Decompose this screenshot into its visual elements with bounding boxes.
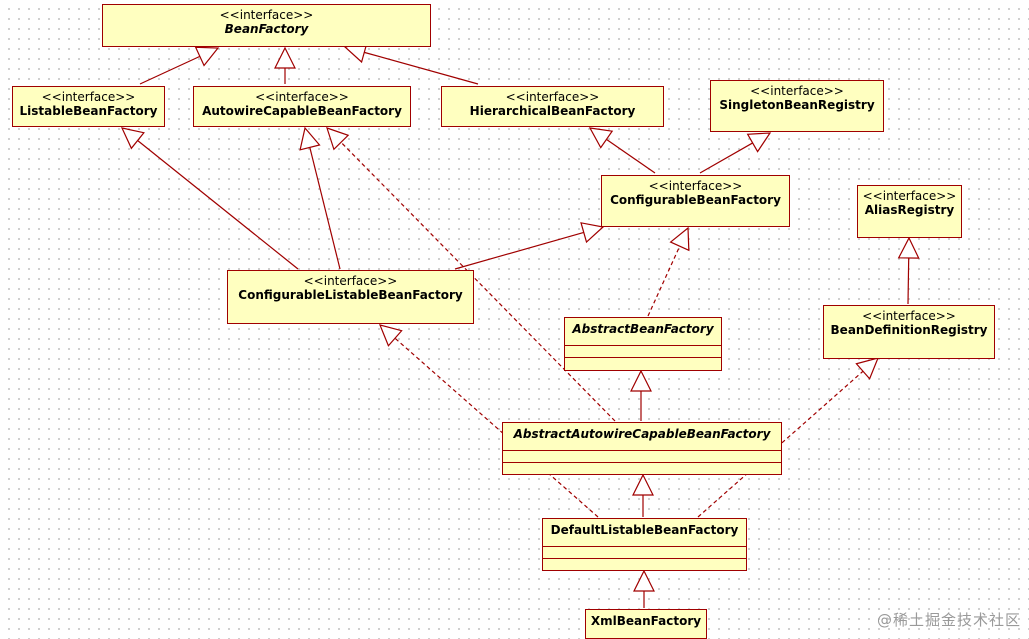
node-default-listable-bean-factory[interactable]: DefaultListableBeanFactory xyxy=(542,518,747,571)
edge-autowire-to-beanfactory xyxy=(274,46,296,84)
edge-line xyxy=(139,55,201,85)
edge-line xyxy=(137,140,299,270)
edge-xbf-to-dlbf xyxy=(633,569,655,608)
compartment-divider xyxy=(543,546,746,547)
stereotype-label: <<interface>> xyxy=(303,274,398,288)
edge-dlbf-to-aacbf xyxy=(632,473,654,517)
node-name: ConfigurableBeanFactory xyxy=(610,193,781,207)
node-configurable-bean-factory[interactable]: <<interface>> ConfigurableBeanFactory xyxy=(601,175,790,227)
generalization-arrowhead xyxy=(194,46,220,67)
generalization-arrowhead xyxy=(588,127,614,149)
node-name: DefaultListableBeanFactory xyxy=(550,523,739,537)
generalization-arrowhead xyxy=(326,127,350,151)
generalization-arrowhead xyxy=(669,226,690,252)
node-name: HierarchicalBeanFactory xyxy=(469,104,636,118)
edge-listable-to-beanfactory xyxy=(139,46,220,85)
generalization-arrowhead xyxy=(274,46,296,69)
node-name: XmlBeanFactory xyxy=(590,614,702,628)
edge-configurable-to-hierarchical xyxy=(588,127,656,174)
node-hierarchical-bean-factory[interactable]: <<interface>> HierarchicalBeanFactory xyxy=(441,86,664,127)
generalization-arrowhead xyxy=(120,127,145,150)
edge-line xyxy=(309,147,341,270)
generalization-arrowhead xyxy=(633,569,655,592)
node-name: BeanFactory xyxy=(224,22,309,36)
node-name: ConfigurableListableBeanFactory xyxy=(238,288,463,302)
generalization-arrowhead xyxy=(580,222,605,244)
node-bean-definition-registry[interactable]: <<interface>> BeanDefinitionRegistry xyxy=(823,305,995,359)
edge-line xyxy=(394,337,599,518)
edge-line xyxy=(364,51,479,85)
node-abstract-bean-factory[interactable]: AbstractBeanFactory xyxy=(564,317,722,371)
compartment-divider xyxy=(565,357,721,358)
edge-dlbf-to-bdr xyxy=(697,357,880,518)
edge-abf-to-configurable xyxy=(647,226,690,317)
node-name: BeanDefinitionRegistry xyxy=(830,323,988,337)
stereotype-label: <<interface>> xyxy=(41,90,136,104)
node-name: AbstractAutowireCapableBeanFactory xyxy=(513,427,771,441)
edge-hierarchical-to-beanfactory xyxy=(343,41,479,85)
generalization-arrowhead xyxy=(632,473,654,496)
node-configurable-listable-bean-factory[interactable]: <<interface>> ConfigurableListableBeanFa… xyxy=(227,270,474,324)
stereotype-label: <<interface>> xyxy=(648,179,743,193)
compartment-divider xyxy=(503,450,781,451)
compartment-divider xyxy=(503,462,781,463)
edge-clbf-to-autowire xyxy=(299,126,341,270)
node-name: AliasRegistry xyxy=(864,203,955,217)
generalization-arrowhead xyxy=(378,324,403,347)
node-name: AbstractBeanFactory xyxy=(572,322,714,336)
edge-line xyxy=(340,141,616,422)
edge-line xyxy=(697,370,864,518)
generalization-arrowhead xyxy=(630,369,652,392)
node-listable-bean-factory[interactable]: <<interface>> ListableBeanFactory xyxy=(12,86,165,127)
node-name: SingletonBeanRegistry xyxy=(719,98,875,112)
edge-aacbf-to-autowire xyxy=(326,127,616,422)
stereotype-label: <<interface>> xyxy=(750,84,844,98)
stereotype-label: <<interface>> xyxy=(255,90,349,104)
compartment-divider xyxy=(543,558,746,559)
edge-line xyxy=(454,231,584,270)
edge-line xyxy=(699,142,753,174)
edge-line xyxy=(606,138,656,174)
edge-line xyxy=(907,257,910,305)
edge-clbf-to-configurable xyxy=(454,222,605,270)
node-singleton-bean-registry[interactable]: <<interface>> SingletonBeanRegistry xyxy=(710,80,884,132)
stereotype-label: <<interface>> xyxy=(505,90,600,104)
generalization-arrowhead xyxy=(897,236,920,259)
node-name: ListableBeanFactory xyxy=(19,104,158,118)
edge-line xyxy=(647,245,681,317)
watermark-text: @稀土掘金技术社区 xyxy=(876,611,1021,629)
node-name: AutowireCapableBeanFactory xyxy=(202,104,402,118)
compartment-divider xyxy=(565,345,721,346)
generalization-arrowhead xyxy=(299,126,321,151)
node-alias-registry[interactable]: <<interface>> AliasRegistry xyxy=(857,185,962,238)
stereotype-label: <<interface>> xyxy=(219,8,314,22)
edge-aacbf-to-abf xyxy=(630,369,652,421)
stereotype-label: <<interface>> xyxy=(862,189,957,203)
edge-clbf-to-listable xyxy=(120,127,299,270)
stereotype-label: <<interface>> xyxy=(862,309,956,323)
edge-bdr-to-alias xyxy=(897,236,920,305)
node-autowire-capable-bean-factory[interactable]: <<interface>> AutowireCapableBeanFactory xyxy=(193,86,411,127)
generalization-arrowhead xyxy=(746,132,772,153)
edge-dlbf-to-clbf xyxy=(378,324,599,518)
edge-configurable-to-singleton xyxy=(699,132,772,174)
node-abstract-autowire-capable-bean-factory[interactable]: AbstractAutowireCapableBeanFactory xyxy=(502,422,782,475)
generalization-arrowhead xyxy=(855,357,880,380)
node-bean-factory[interactable]: <<interface>> BeanFactory xyxy=(102,4,431,47)
node-xml-bean-factory[interactable]: XmlBeanFactory xyxy=(585,609,707,639)
